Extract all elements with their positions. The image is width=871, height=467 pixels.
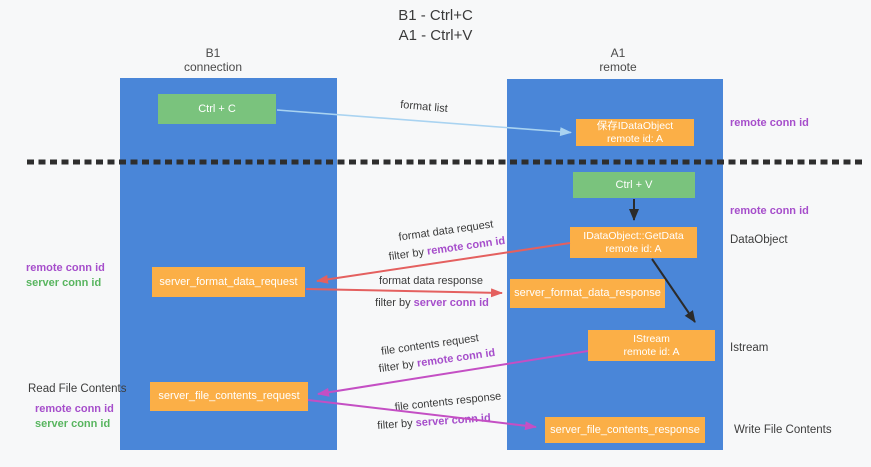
istream-line2: remote id: A xyxy=(623,345,680,358)
getdata-line1: IDataObject::GetData xyxy=(583,229,684,242)
lane-a1-name: A1 xyxy=(610,46,626,60)
left-server-conn-id-2: server conn id xyxy=(35,418,111,430)
ctrl-c-box: Ctrl + C xyxy=(158,94,276,124)
write-file-contents-label: Write File Contents xyxy=(734,424,832,436)
file-contents-response-arrow xyxy=(307,399,537,431)
save-dataobject-line2: remote id: A xyxy=(606,132,664,145)
left-server-conn-id-1: server conn id xyxy=(26,277,102,289)
server-file-contents-request-box: server_file_contents_request xyxy=(150,382,308,411)
server-format-data-response-label: server_format_data_response xyxy=(514,287,661,299)
istream-box: IStream remote id: A xyxy=(588,330,715,361)
read-file-contents-label: Read File Contents xyxy=(28,383,127,395)
dataobject-label: DataObject xyxy=(730,234,788,246)
filter-server-conn-id: server conn id xyxy=(413,297,489,309)
title-line-2: A1 - Ctrl+V xyxy=(398,27,473,44)
ctrl-v-box: Ctrl + V xyxy=(573,172,695,198)
diagram-title: B1 - Ctrl+C A1 - Ctrl+V xyxy=(0,6,871,46)
istream-line1: IStream xyxy=(633,332,670,345)
right-remote-conn-id-1: remote conn id xyxy=(730,117,809,129)
filter-by-server-1: filter by server conn id xyxy=(375,297,489,309)
server-format-data-request-label: server_format_data_request xyxy=(159,275,298,288)
server-file-contents-response-label: server_file_contents_response xyxy=(550,423,700,436)
save-dataobject-box: 保存IDataObject remote id: A xyxy=(576,119,694,146)
format-data-response-arrow xyxy=(305,288,503,298)
left-remote-conn-id-2: remote conn id xyxy=(35,403,114,415)
right-remote-conn-id-2: remote conn id xyxy=(730,205,809,217)
lane-b1-name: B1 xyxy=(205,46,221,60)
format-list-arrow xyxy=(276,109,572,137)
ctrl-c-label: Ctrl + C xyxy=(198,102,236,115)
istream-side-label: Istream xyxy=(730,342,769,354)
getdata-to-istream-arrow xyxy=(651,258,696,323)
title-line-1: B1 - Ctrl+C xyxy=(398,7,473,24)
getdata-line2: remote id: A xyxy=(605,242,662,255)
lane-header-b1: B1 connection xyxy=(153,46,273,74)
server-format-data-request-box: server_format_data_request xyxy=(152,267,305,297)
ctrl-v-label: Ctrl + V xyxy=(615,178,653,191)
save-dataobject-line1: 保存IDataObject xyxy=(596,119,674,132)
lane-a1-subtitle: remote xyxy=(599,60,637,74)
filter-by-text: filter by xyxy=(375,297,414,309)
server-file-contents-request-label: server_file_contents_request xyxy=(158,390,300,402)
format-data-request-arrow xyxy=(316,242,571,284)
left-remote-conn-id-1: remote conn id xyxy=(26,262,105,274)
lane-header-a1: A1 remote xyxy=(558,46,678,74)
server-format-data-response-box: server_format_data_response xyxy=(510,279,665,308)
lane-b1-subtitle: connection xyxy=(183,60,243,74)
file-contents-request-arrow xyxy=(317,350,589,397)
getdata-box: IDataObject::GetData remote id: A xyxy=(570,227,697,258)
format-data-response-label: format data response xyxy=(379,275,483,287)
server-file-contents-response-box: server_file_contents_response xyxy=(545,417,705,443)
